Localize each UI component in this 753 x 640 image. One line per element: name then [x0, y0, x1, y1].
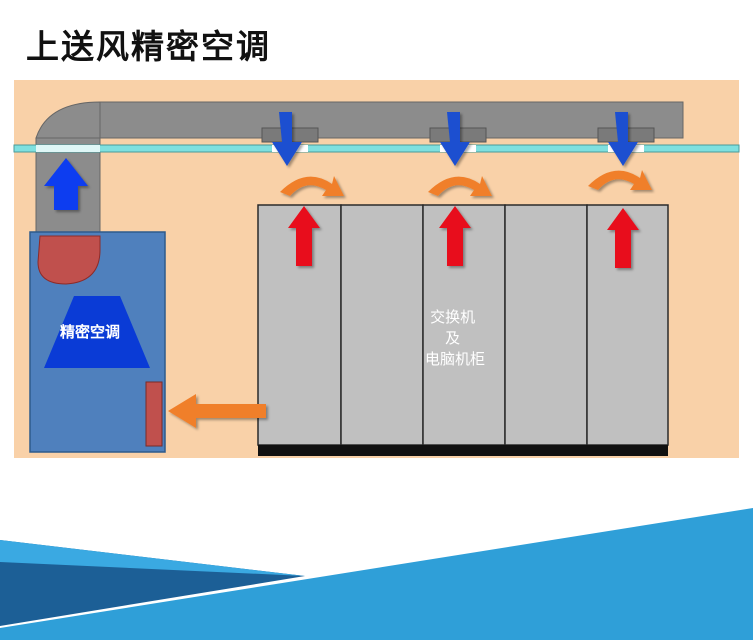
svg-text:交换机 及 电脑机柜: 交换机 及 电脑机柜 [425, 308, 485, 368]
fan-icon [37, 235, 101, 285]
hot-air-arrow-icon [288, 206, 320, 266]
hot-air-arrow-icon [439, 206, 471, 266]
footer-band-blue [0, 508, 753, 640]
footer-decoration [0, 508, 753, 640]
cold-air-arrow-icon [608, 112, 638, 166]
cabinet-base [258, 445, 668, 456]
air-circulation-arrow-icon [280, 176, 344, 196]
cold-air-arrow-icon [272, 112, 302, 166]
cabinet-label-line-3: 电脑机柜 [425, 350, 485, 368]
footer-band-light [0, 540, 305, 576]
hot-air-arrow-icon [607, 208, 639, 268]
cold-air-arrow-icon [440, 112, 470, 166]
slide-title: 上送风精密空调 [26, 27, 271, 66]
air-circulation-arrow-icon [588, 170, 652, 190]
airflow-diagram: 精密空调 交换机 及 电脑机柜 [13, 80, 740, 458]
return-air-grille [145, 381, 163, 447]
precision-ac-unit: 精密空调 [29, 231, 166, 453]
return-air-arrow-icon [168, 394, 266, 428]
cabinet-label-line-1: 交换机 [430, 308, 475, 326]
ceiling-line [13, 144, 740, 153]
ac-unit-label: 精密空调 [60, 323, 120, 341]
air-circulation-arrow-icon [428, 176, 492, 196]
cabinet-label-line-2: 及 [445, 329, 460, 347]
supply-air-arrow-icon [44, 158, 88, 210]
ac-cone [44, 296, 150, 368]
